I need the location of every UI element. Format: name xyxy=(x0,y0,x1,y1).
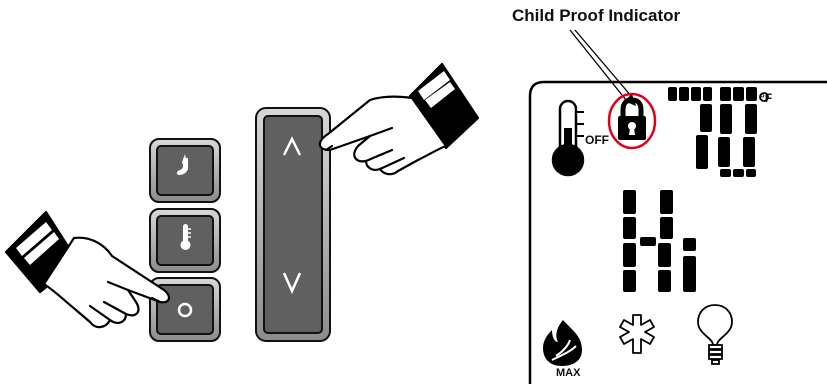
power-icon xyxy=(177,302,193,318)
callout-label: Child Proof Indicator xyxy=(512,6,681,25)
max-label: MAX xyxy=(556,367,581,379)
flame-down-button[interactable] xyxy=(149,138,221,203)
mode-readout xyxy=(623,190,696,292)
heat-setting-button[interactable] xyxy=(149,208,221,273)
child-proof-highlight-circle xyxy=(607,92,657,150)
up-chevron-icon xyxy=(282,136,302,156)
pointing-hand-icon xyxy=(4,210,170,329)
flame-down-icon xyxy=(176,154,188,175)
flame-icon xyxy=(543,320,582,366)
down-chevron-icon xyxy=(282,272,302,295)
off-label: OFF xyxy=(585,133,609,147)
lock-icon xyxy=(618,97,646,140)
power-button[interactable] xyxy=(149,277,221,342)
lcd-display-frame xyxy=(528,80,827,384)
pointing-hand-icon xyxy=(318,62,480,176)
temperature-readout xyxy=(668,87,769,177)
temperature-unit-label: °F xyxy=(760,91,773,105)
thermometer-icon xyxy=(180,224,191,250)
snowflake-icon xyxy=(619,314,655,354)
up-down-rocker-button[interactable] xyxy=(255,107,331,342)
lightbulb-icon xyxy=(697,304,733,365)
thermometer-icon xyxy=(551,99,585,177)
